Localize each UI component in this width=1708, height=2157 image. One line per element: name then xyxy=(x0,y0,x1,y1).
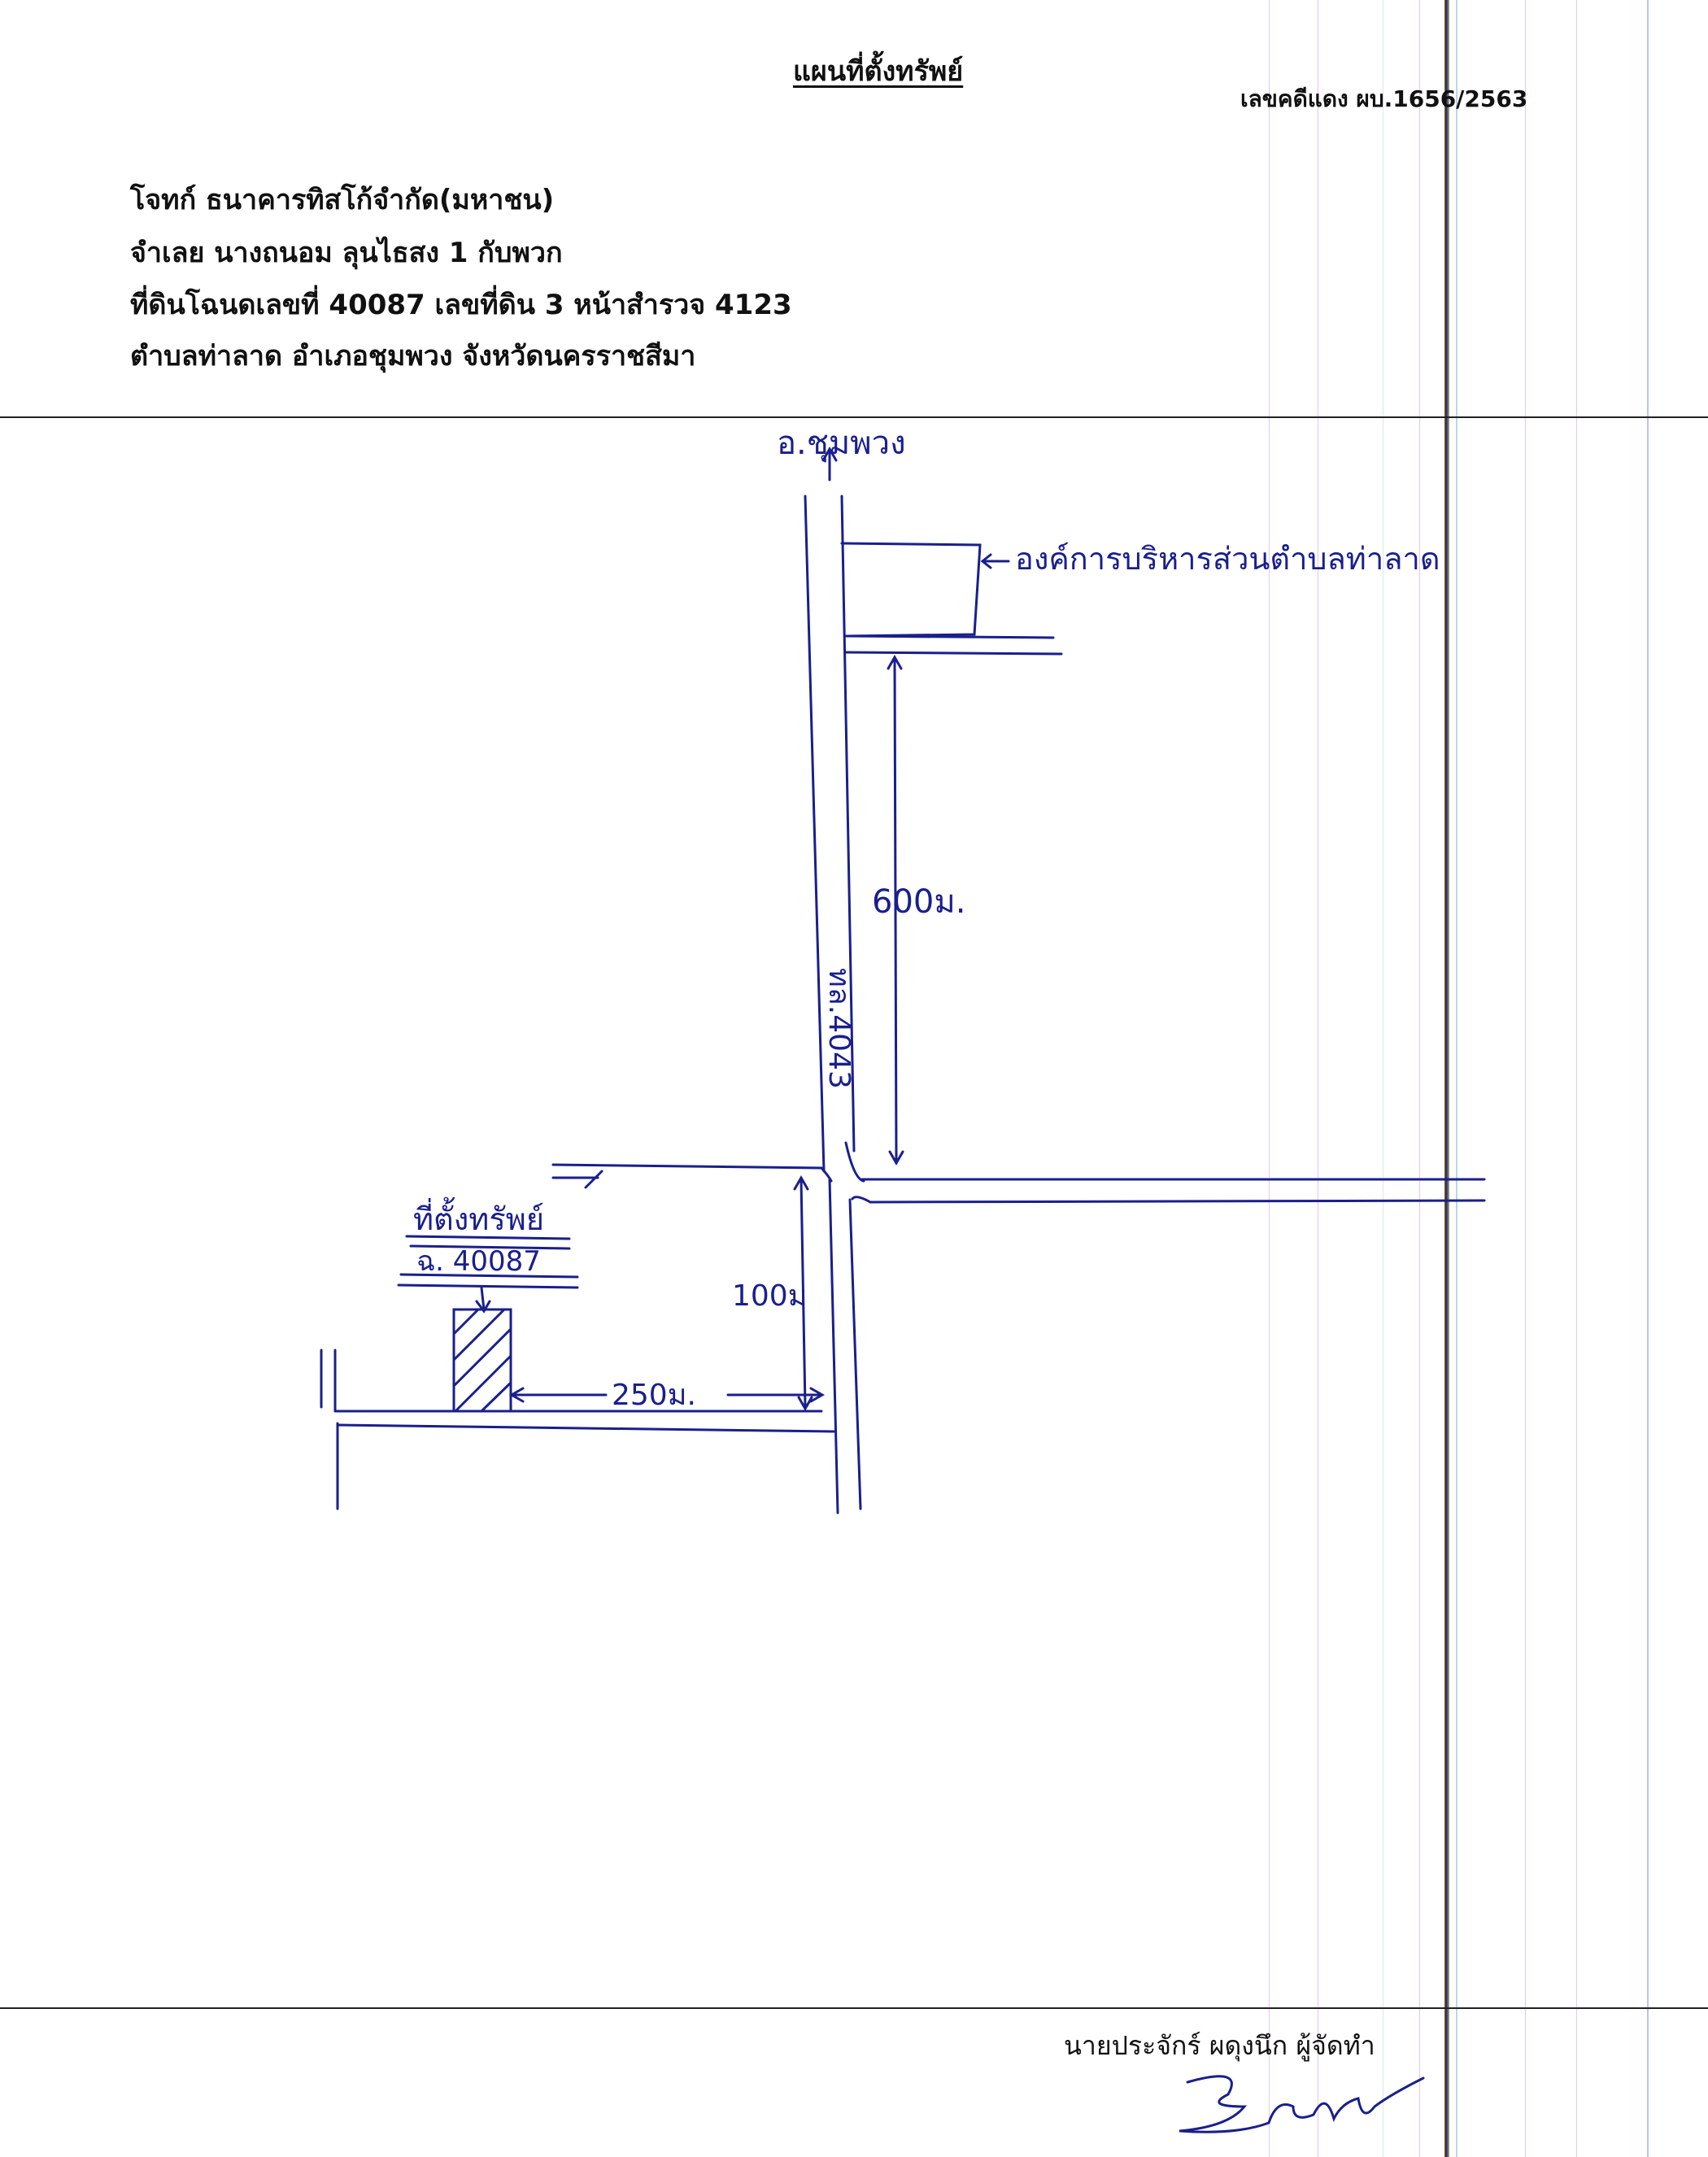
dist-100-label: 100ม xyxy=(732,1279,807,1313)
scan-line xyxy=(1456,0,1457,2157)
defendant-line: จำเลย นางถนอม ลุนไธสง 1 กับพวก xyxy=(130,237,563,269)
scan-line xyxy=(1647,0,1649,2157)
road-label: ทล.4043 xyxy=(822,968,856,1089)
header-divider xyxy=(0,416,1708,418)
deed-label: ฉ. 40087 xyxy=(416,1245,541,1278)
road-edge xyxy=(848,1198,862,1510)
deed-line: ที่ดินโฉนดเลขที่ 40087 เลขที่ดิน 3 หน้าส… xyxy=(130,289,792,321)
sao-building xyxy=(840,542,982,638)
scan-line xyxy=(1444,0,1449,2157)
signature-icon xyxy=(1179,2075,1425,2133)
north-label: อ.ชุมพวง xyxy=(777,425,906,463)
sao-label: องค์การบริหารส่วนตำบลท่าลาด xyxy=(1015,541,1440,577)
page-title: แผนที่ตั้งทรัพย์ xyxy=(793,55,964,88)
scan-line xyxy=(1269,0,1270,2157)
road-edge xyxy=(804,495,826,1173)
scan-line xyxy=(1576,0,1577,2157)
property-label: ที่ตั้งทรัพย์ xyxy=(413,1196,544,1237)
plaintiff-line: โจทก์ ธนาคารทิสโก้จำกัด(มหาชน) xyxy=(130,184,555,216)
scan-line xyxy=(1525,0,1526,2157)
maker-name: นายประจักร์ ผดุงนึก ผู้จัดทำ xyxy=(1064,2030,1375,2061)
case-number: เลขคดีแดง ผบ.1656/2563 xyxy=(1240,85,1528,112)
road-edge xyxy=(840,495,856,1153)
dist-250-label: 250ม. xyxy=(612,1379,696,1412)
footer-divider xyxy=(0,2007,1708,2009)
road-edge xyxy=(828,1178,839,1514)
scan-line xyxy=(1419,0,1420,2157)
dist-600-label: 600ม. xyxy=(872,883,965,921)
location-line: ตำบลท่าลาด อำเภอชุมพวง จังหวัดนครราชสีมา xyxy=(130,340,696,373)
